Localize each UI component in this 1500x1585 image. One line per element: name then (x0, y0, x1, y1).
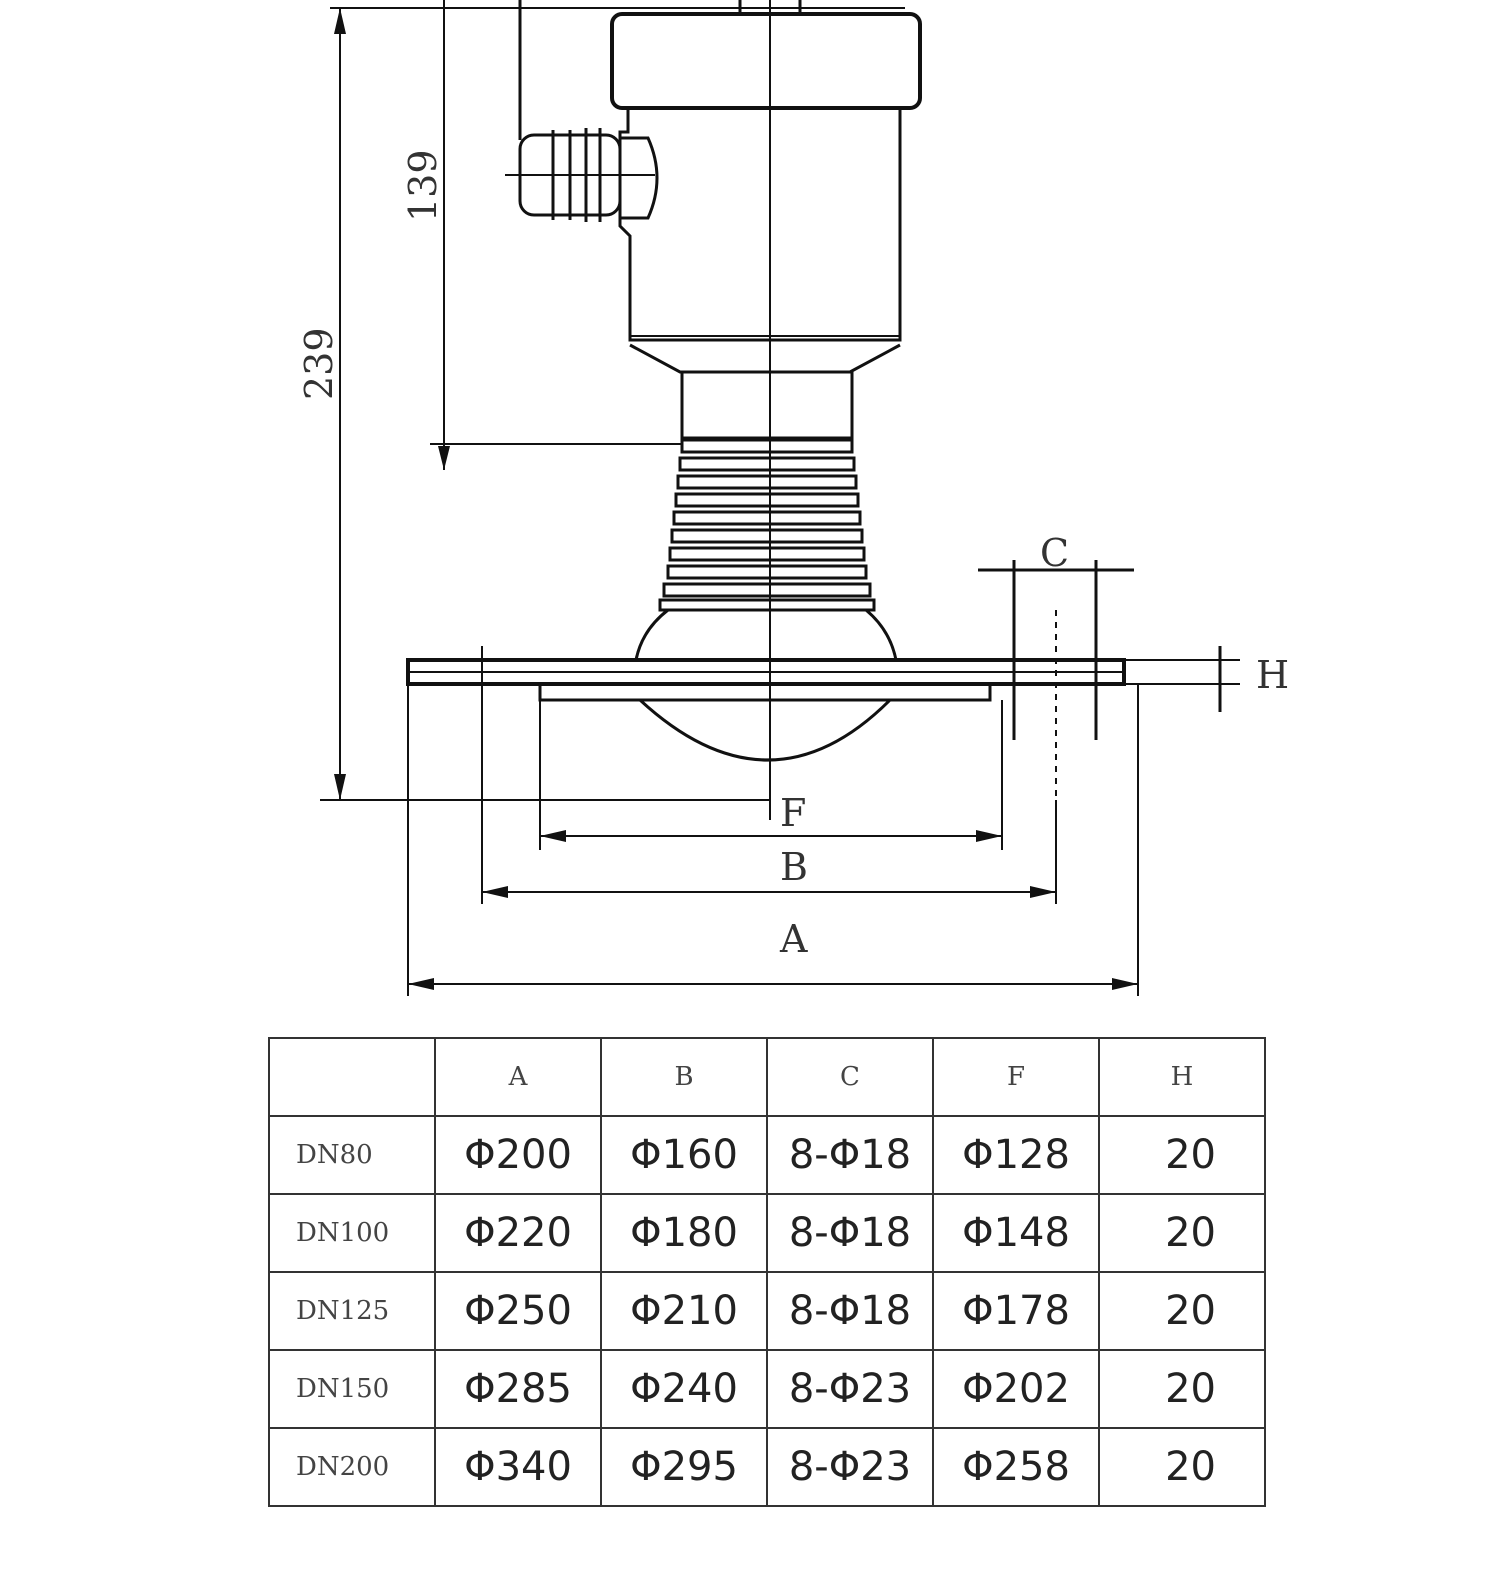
table-header-cell: F (932, 1037, 1100, 1117)
table-row: DN80 Φ200 Φ160 8-Φ18 Φ128 20 (268, 1115, 1266, 1195)
table-row: DN150 Φ285 Φ240 8-Φ23 Φ202 20 (268, 1349, 1266, 1429)
size-cell: DN80 (268, 1115, 436, 1195)
dim-B (481, 646, 1057, 904)
size-cell: DN150 (268, 1349, 436, 1429)
table-header-row: A B C F H (268, 1037, 1266, 1117)
size-cell: DN100 (268, 1193, 436, 1273)
housing-body (618, 108, 902, 342)
value-cell-C: 8-Φ18 (766, 1271, 934, 1351)
value-cell-A: Φ220 (434, 1193, 602, 1273)
dimension-table: A B C F H DN80 Φ200 Φ160 8-Φ18 Φ128 20 D… (268, 1037, 1266, 1507)
dim-C-label: C (1040, 531, 1069, 575)
value-cell-A: Φ200 (434, 1115, 602, 1195)
dim-F (539, 700, 1003, 850)
value-cell-H: 20 (1098, 1427, 1266, 1507)
dim-239-label: 239 (297, 327, 341, 400)
table-header-cell: H (1098, 1037, 1266, 1117)
dim-239 (320, 8, 770, 801)
size-cell: DN125 (268, 1271, 436, 1351)
dim-B-label: B (780, 845, 808, 889)
value-cell-C: 8-Φ23 (766, 1427, 934, 1507)
technical-drawing: 239 139 C H F B (297, 0, 1289, 996)
value-cell-C: 8-Φ23 (766, 1349, 934, 1429)
value-cell-F: Φ128 (932, 1115, 1100, 1195)
table-row: DN125 Φ250 Φ210 8-Φ18 Φ178 20 (268, 1271, 1266, 1351)
flange-underplate (538, 682, 992, 702)
table-header-cell: A (434, 1037, 602, 1117)
value-cell-A: Φ340 (434, 1427, 602, 1507)
value-cell-H: 20 (1098, 1271, 1266, 1351)
value-cell-B: Φ295 (600, 1427, 768, 1507)
size-cell: DN200 (268, 1427, 436, 1507)
value-cell-B: Φ240 (600, 1349, 768, 1429)
table-row: DN100 Φ220 Φ180 8-Φ18 Φ148 20 (268, 1193, 1266, 1273)
dim-139-label: 139 (401, 149, 445, 222)
dim-139 (430, 0, 682, 470)
value-cell-B: Φ180 (600, 1193, 768, 1273)
value-cell-A: Φ285 (434, 1349, 602, 1429)
cable-stub (738, 0, 802, 12)
table-header-cell: C (766, 1037, 934, 1117)
dim-C (978, 560, 1134, 800)
housing-cap (610, 12, 922, 110)
cable-gland (505, 128, 659, 222)
table-row: DN200 Φ340 Φ295 8-Φ23 Φ258 20 (268, 1427, 1266, 1507)
neck (680, 370, 854, 440)
dim-H-label: H (1256, 653, 1289, 697)
value-cell-C: 8-Φ18 (766, 1193, 934, 1273)
value-cell-B: Φ160 (600, 1115, 768, 1195)
dim-F-label: F (780, 791, 806, 835)
value-cell-A: Φ250 (434, 1271, 602, 1351)
value-cell-C: 8-Φ18 (766, 1115, 934, 1195)
dim-H (1110, 646, 1240, 712)
value-cell-F: Φ202 (932, 1349, 1100, 1429)
housing-taper (629, 343, 901, 374)
value-cell-H: 20 (1098, 1193, 1266, 1273)
antenna-cone (634, 608, 898, 662)
lens-dome (638, 698, 892, 762)
value-cell-F: Φ178 (932, 1271, 1100, 1351)
table-header-cell: B (600, 1037, 768, 1117)
value-cell-H: 20 (1098, 1349, 1266, 1429)
bellows (658, 438, 876, 612)
dim-A (407, 684, 1139, 996)
value-cell-F: Φ148 (932, 1193, 1100, 1273)
table-header-cell (268, 1037, 436, 1117)
value-cell-F: Φ258 (932, 1427, 1100, 1507)
dim-A-label: A (779, 917, 808, 961)
value-cell-B: Φ210 (600, 1271, 768, 1351)
value-cell-H: 20 (1098, 1115, 1266, 1195)
